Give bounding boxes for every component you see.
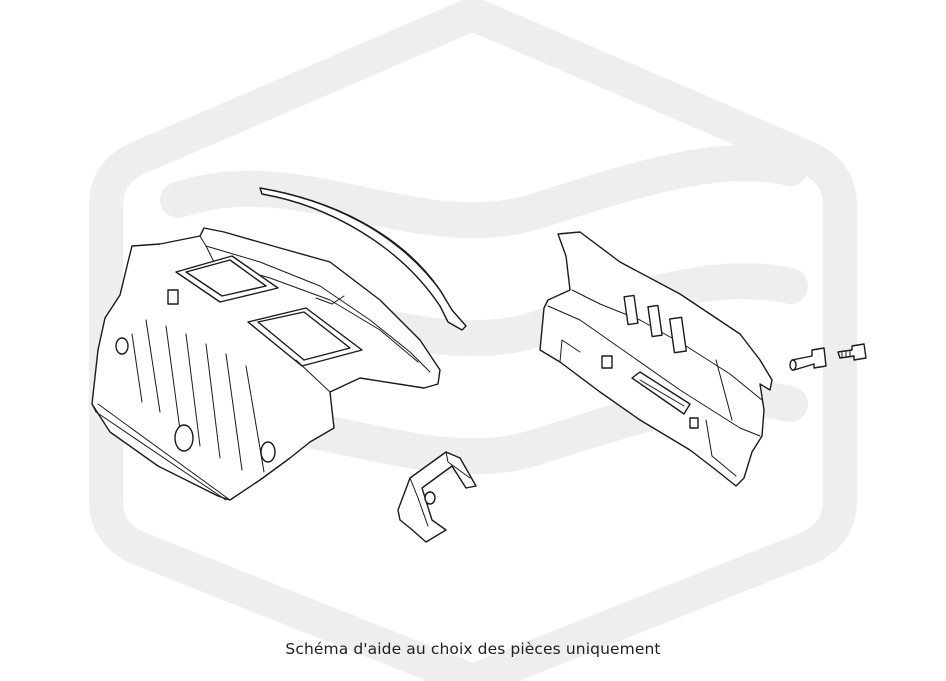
mounting-screw [837,343,867,361]
roof-rail-trim-strip [259,187,467,331]
rear-package-tray [91,227,441,501]
mounting-bolt [789,347,827,371]
rear-end-panel [539,231,773,487]
diagram-caption: Schéma d'aide au choix des pièces unique… [285,640,661,658]
small-bracket [397,451,477,543]
